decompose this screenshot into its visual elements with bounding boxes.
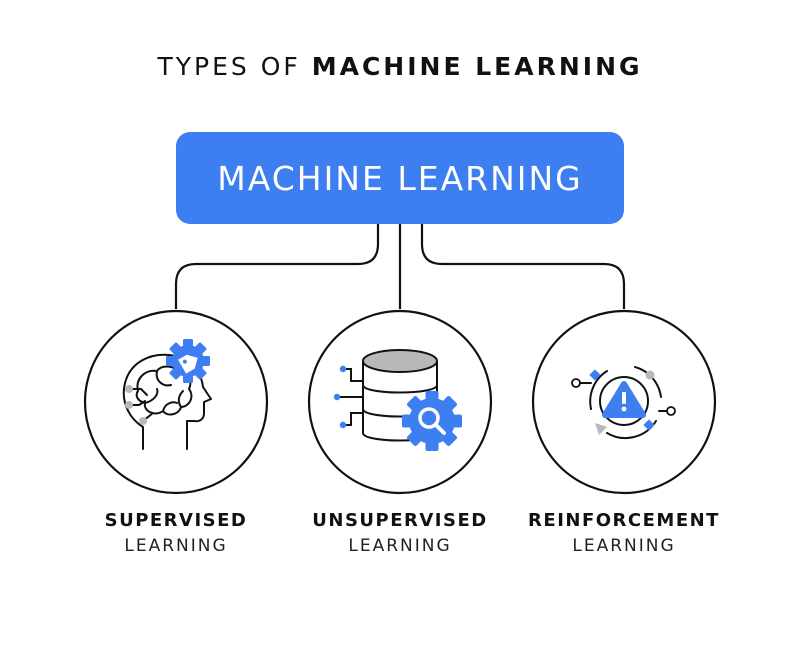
connector-left (174, 224, 380, 309)
branch-supervised-subtitle: LEARNING (124, 536, 228, 556)
page-title-prefix: TYPES OF (157, 52, 301, 81)
branch-reinforcement-title: REINFORCEMENT (528, 510, 720, 531)
branch-unsupervised-title: UNSUPERVISED (312, 510, 488, 531)
branch-unsupervised-subtitle: LEARNING (348, 536, 452, 556)
database-gear-search-icon (307, 309, 493, 495)
page-title: TYPES OF MACHINE LEARNING (0, 52, 800, 81)
head-gear-tag-icon (83, 309, 269, 495)
root-node-label: MACHINE LEARNING (217, 158, 583, 198)
cycle-warning-icon (531, 309, 717, 495)
branch-reinforcement-subtitle: LEARNING (572, 536, 676, 556)
page-title-emphasis: MACHINE LEARNING (311, 52, 643, 81)
branch-supervised-title: SUPERVISED (104, 510, 248, 531)
root-node-machine-learning: MACHINE LEARNING (176, 132, 624, 224)
connector-right (420, 224, 626, 309)
